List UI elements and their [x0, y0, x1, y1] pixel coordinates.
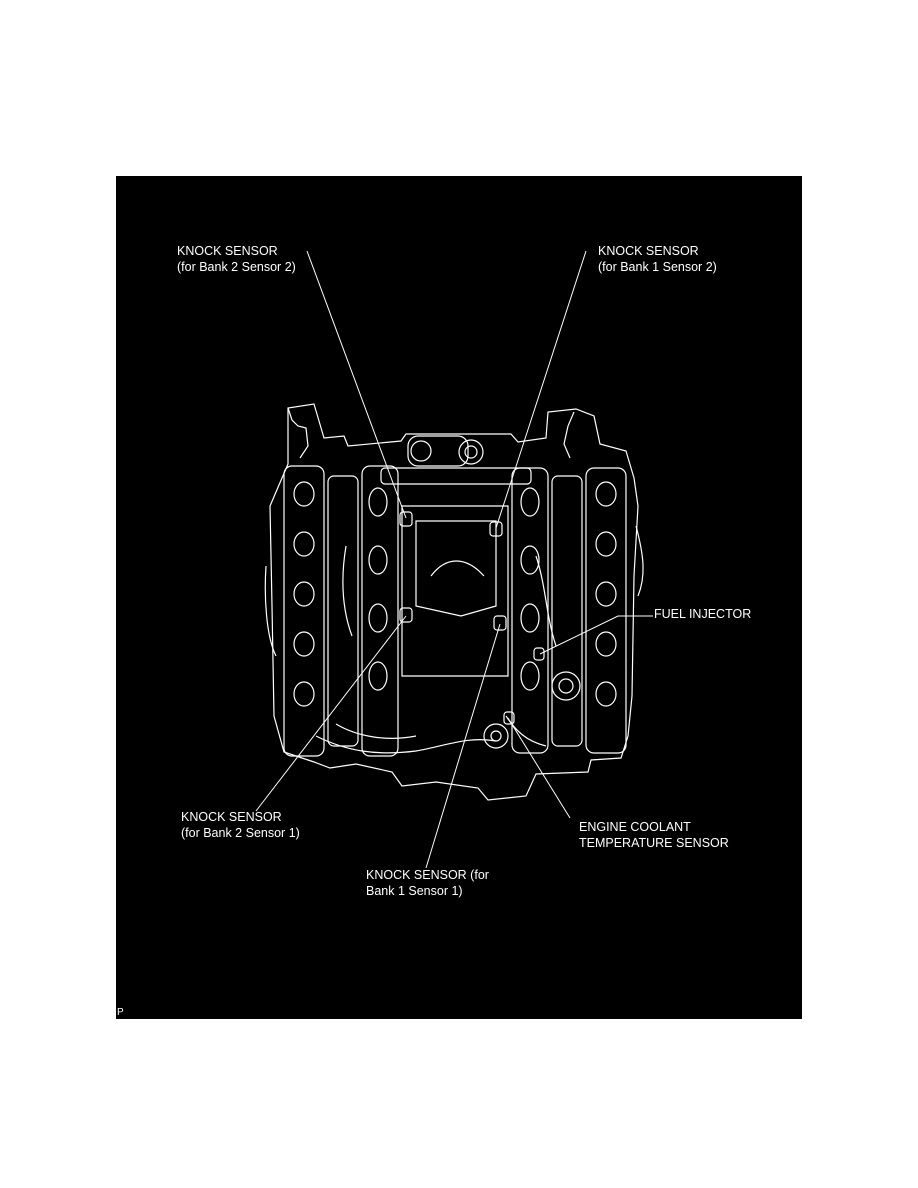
leader-line-ect-sensor — [507, 717, 571, 819]
coolant-sensor-shape — [503, 711, 515, 725]
callout-engine-coolant-temperature-sensor: ENGINE COOLANT TEMPERATURE SENSOR — [579, 819, 729, 851]
leader-line-ks-b2s1 — [255, 615, 407, 812]
figure-code: P — [117, 1007, 124, 1018]
leader-line-ks-b1s1 — [425, 623, 501, 869]
callout-knock-sensor-bank1-sensor1: KNOCK SENSOR (for Bank 1 Sensor 1) — [366, 867, 489, 899]
callout-knock-sensor-bank1-sensor2: KNOCK SENSOR (for Bank 1 Sensor 2) — [598, 243, 717, 275]
callout-line: KNOCK SENSOR (for — [366, 868, 489, 882]
callout-line: (for Bank 2 Sensor 1) — [181, 826, 300, 840]
callout-line: Bank 1 Sensor 1) — [366, 884, 463, 898]
callout-knock-sensor-bank2-sensor1: KNOCK SENSOR (for Bank 2 Sensor 1) — [181, 809, 300, 841]
callout-line: FUEL INJECTOR — [654, 607, 752, 621]
leader-line-ks-b2s2 — [306, 250, 407, 519]
callout-line: KNOCK SENSOR — [598, 244, 699, 258]
leader-line-fuel-injector — [539, 615, 653, 655]
callout-line: (for Bank 1 Sensor 2) — [598, 260, 717, 274]
callout-line: ENGINE COOLANT — [579, 820, 691, 834]
callout-line: TEMPERATURE SENSOR — [579, 836, 729, 850]
engine-diagram-figure: KNOCK SENSOR (for Bank 2 Sensor 2) KNOCK… — [116, 176, 802, 1019]
callout-knock-sensor-bank2-sensor2: KNOCK SENSOR (for Bank 2 Sensor 2) — [177, 243, 296, 275]
knock-sensor-b1s1-shape — [493, 615, 507, 631]
callout-fuel-injector: FUEL INJECTOR — [654, 606, 751, 622]
knock-sensor-b2s1-shape — [399, 607, 413, 623]
callout-line: KNOCK SENSOR — [181, 810, 282, 824]
knock-sensor-b2s2-shape — [399, 511, 413, 527]
knock-sensor-b1s2-shape — [489, 521, 503, 537]
leader-line-ks-b1s2 — [495, 250, 587, 529]
engine-drawing — [255, 250, 653, 869]
leader-lines — [255, 250, 653, 869]
callout-line: KNOCK SENSOR — [177, 244, 278, 258]
fuel-injector-shape — [533, 647, 545, 661]
callout-line: (for Bank 2 Sensor 2) — [177, 260, 296, 274]
engine-outline — [264, 403, 644, 801]
